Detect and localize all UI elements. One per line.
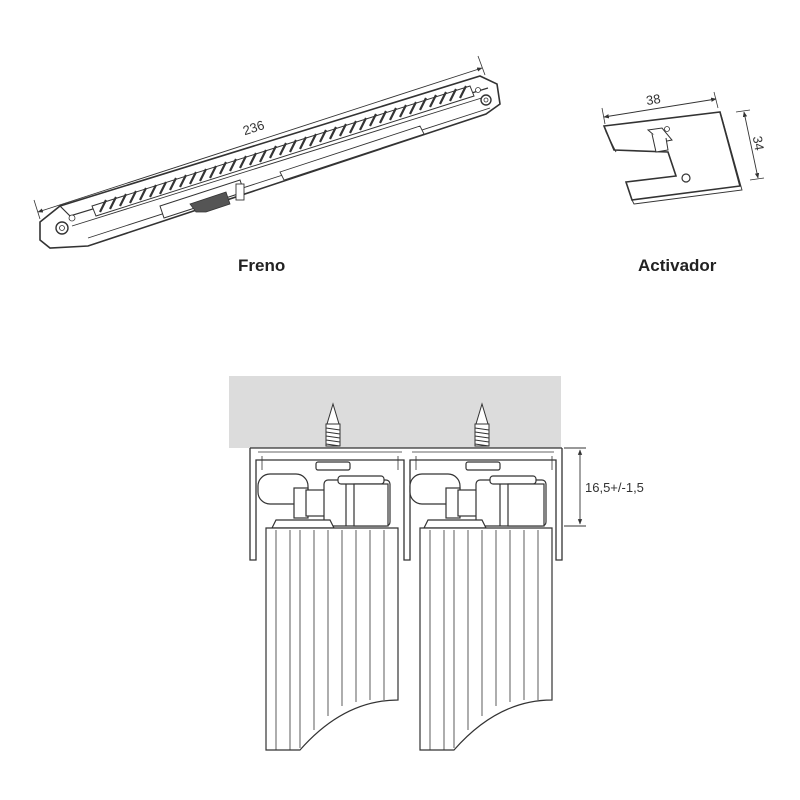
mount-gap-dimension — [564, 447, 586, 527]
carriage-left — [257, 461, 391, 529]
screw-left — [325, 402, 341, 447]
freno-drawing — [33, 55, 501, 249]
carriage-right — [409, 461, 547, 529]
activador-plate — [602, 111, 742, 201]
section-drawing — [229, 376, 586, 751]
activador-height-label: 34 — [750, 135, 767, 152]
activador-caption: Activador — [638, 256, 717, 275]
activador-hole — [681, 173, 691, 183]
track-profile — [249, 447, 563, 561]
screw-right — [474, 402, 490, 447]
activador-width-label: 38 — [645, 91, 662, 108]
ceiling-block — [229, 376, 561, 448]
freno-caption: Freno — [238, 256, 286, 275]
freno-vent-slots — [99, 85, 467, 213]
panel-right — [419, 527, 553, 751]
activador-drawing — [601, 91, 765, 205]
mount-gap-label: 16,5+/-1,5 — [585, 480, 644, 495]
freno-dimension-label: 236 — [241, 117, 266, 138]
panel-left — [265, 527, 399, 751]
freno-dimension-line — [37, 67, 483, 213]
